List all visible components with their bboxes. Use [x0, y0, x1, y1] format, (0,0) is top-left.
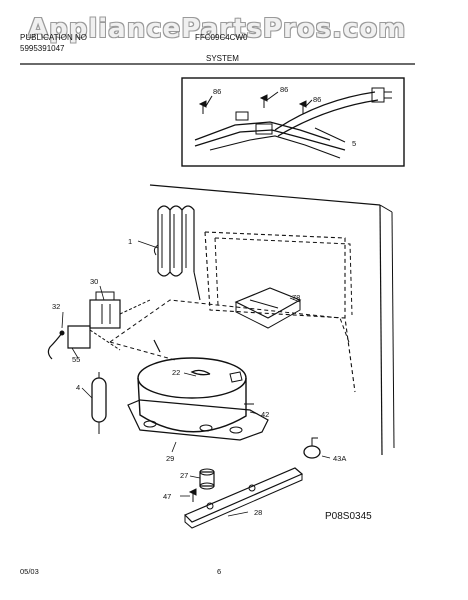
- condenser-coil: [153, 205, 201, 301]
- wiring-inset: [181, 77, 405, 167]
- cabinet: [149, 184, 395, 456]
- tube-clamp: [303, 437, 321, 459]
- mounting-bracket: [183, 467, 304, 529]
- inset-frame: [181, 77, 405, 167]
- callout-4: 4: [76, 383, 81, 392]
- harness-lead-2: [277, 99, 379, 137]
- callout-86-b: 86: [280, 85, 289, 94]
- callout-22: 22: [172, 368, 181, 377]
- screw-86c: [298, 100, 307, 114]
- harness-plug: [371, 87, 385, 103]
- screw-86b: [259, 94, 268, 108]
- callout-78: 78: [292, 293, 301, 302]
- callout-27: 27: [180, 471, 189, 480]
- callout-86-c: 86: [313, 95, 322, 104]
- publication-number: 5995391047: [20, 44, 65, 53]
- power-cord: [47, 332, 63, 360]
- relay-cover: [234, 287, 302, 329]
- harness-lead: [274, 91, 376, 131]
- callout-29: 29: [166, 454, 175, 463]
- section-title: SYSTEM: [206, 54, 239, 63]
- callout-1: 1: [128, 237, 133, 246]
- harness-wire-2: [194, 129, 346, 151]
- filter-drier: [91, 372, 107, 434]
- connector-block-2: [255, 123, 273, 135]
- figure-code: P08S0345: [325, 511, 372, 522]
- process-tube: [229, 371, 243, 383]
- callout-43a: 43A: [333, 454, 347, 463]
- callout-5: 5: [352, 139, 357, 148]
- start-capacitor: [67, 325, 91, 349]
- grommet: [199, 468, 215, 490]
- connector-block-1: [235, 111, 249, 121]
- leader-86a: [205, 95, 213, 107]
- compressor-clip: [190, 369, 211, 376]
- publication-label: PUBLICATION NO: [20, 33, 87, 42]
- callout-32: 32: [52, 302, 61, 311]
- callout-42: 42: [261, 410, 270, 419]
- leader-86c: [305, 99, 313, 107]
- harness-wire-1: [194, 121, 331, 141]
- screw-86a: [198, 100, 207, 114]
- mounting-screw: [188, 488, 197, 502]
- callout-55: 55: [72, 355, 81, 364]
- footer-date: 05/03: [20, 567, 39, 576]
- model-number: FFC09C4CW0: [195, 33, 248, 42]
- relay-assembly: [47, 291, 151, 360]
- harness-wire-3: [209, 135, 341, 159]
- compressor-base: [127, 399, 269, 441]
- watermark-text: AppliancePartsPros.com: [28, 14, 407, 44]
- leader-5: [314, 127, 346, 143]
- callout-47: 47: [163, 492, 172, 501]
- callout-28: 28: [254, 508, 263, 517]
- page-number: 6: [217, 567, 222, 576]
- leader-lines: [61, 240, 331, 517]
- callout-86-a: 86: [213, 87, 222, 96]
- leader-86b: [266, 91, 279, 101]
- callout-30: 30: [90, 277, 99, 286]
- compressor: [127, 339, 269, 441]
